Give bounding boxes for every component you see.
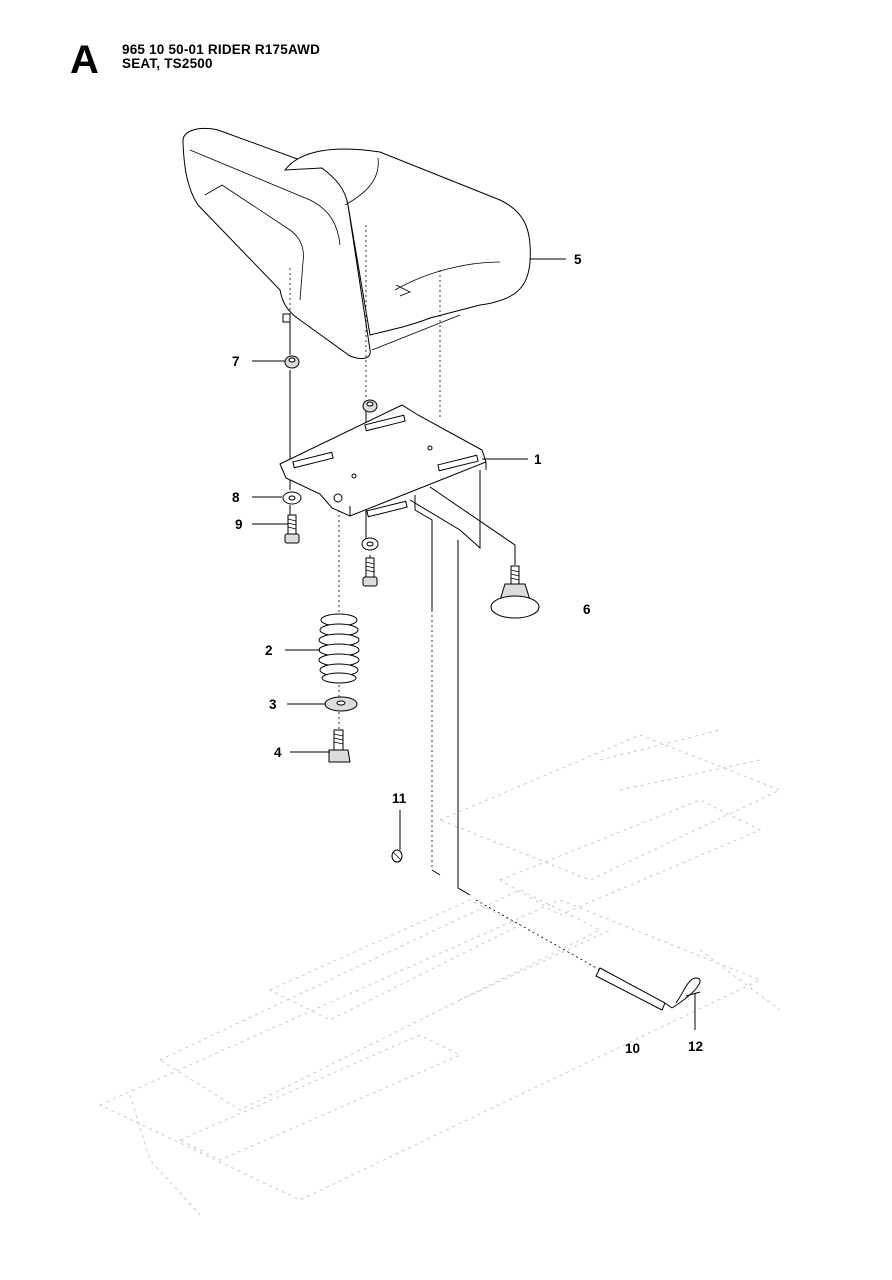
diagram-subtitle: SEAT, TS2500	[122, 56, 213, 71]
rod-10-part[interactable]	[475, 899, 673, 1011]
callout-9: 9	[235, 517, 243, 532]
callout-11: 11	[392, 791, 407, 806]
nut-7-part[interactable]	[284, 355, 300, 369]
callout-12: 12	[688, 1039, 703, 1054]
seat-part[interactable]	[182, 128, 531, 359]
hairpin-12-part[interactable]	[671, 977, 701, 1009]
washer-3-part[interactable]	[324, 696, 358, 712]
section-letter: A	[70, 38, 99, 82]
spring-2-part[interactable]	[318, 613, 360, 684]
washer-8b-part[interactable]	[361, 537, 379, 551]
bolt-9-part[interactable]	[284, 514, 300, 544]
nut-7b-part[interactable]	[362, 399, 378, 413]
leader-lines	[252, 258, 696, 1030]
clip-11-part[interactable]	[391, 849, 403, 863]
callout-2: 2	[265, 643, 273, 658]
callout-8: 8	[232, 490, 240, 505]
bolt-4-part[interactable]	[328, 729, 351, 763]
chassis-background	[98, 729, 782, 1216]
diagram-header: A 965 10 50-01 RIDER R175AWD SEAT, TS250…	[0, 0, 892, 90]
callout-6: 6	[583, 602, 591, 617]
callout-7: 7	[232, 354, 240, 369]
callout-4: 4	[274, 745, 282, 760]
callout-1: 1	[534, 452, 542, 467]
bolt-9b-part[interactable]	[362, 557, 378, 587]
washer-8-part[interactable]	[282, 491, 302, 505]
callout-3: 3	[269, 697, 277, 712]
diagram-title: 965 10 50-01 RIDER R175AWD	[122, 42, 321, 57]
seat-plate-part[interactable]	[279, 404, 487, 518]
callout-labels: 1 2 3 4 5 6 7 8 9 10 11 12	[232, 252, 703, 1056]
callout-5: 5	[574, 252, 582, 267]
callout-10: 10	[625, 1041, 640, 1056]
knob-6-part[interactable]	[490, 565, 540, 619]
